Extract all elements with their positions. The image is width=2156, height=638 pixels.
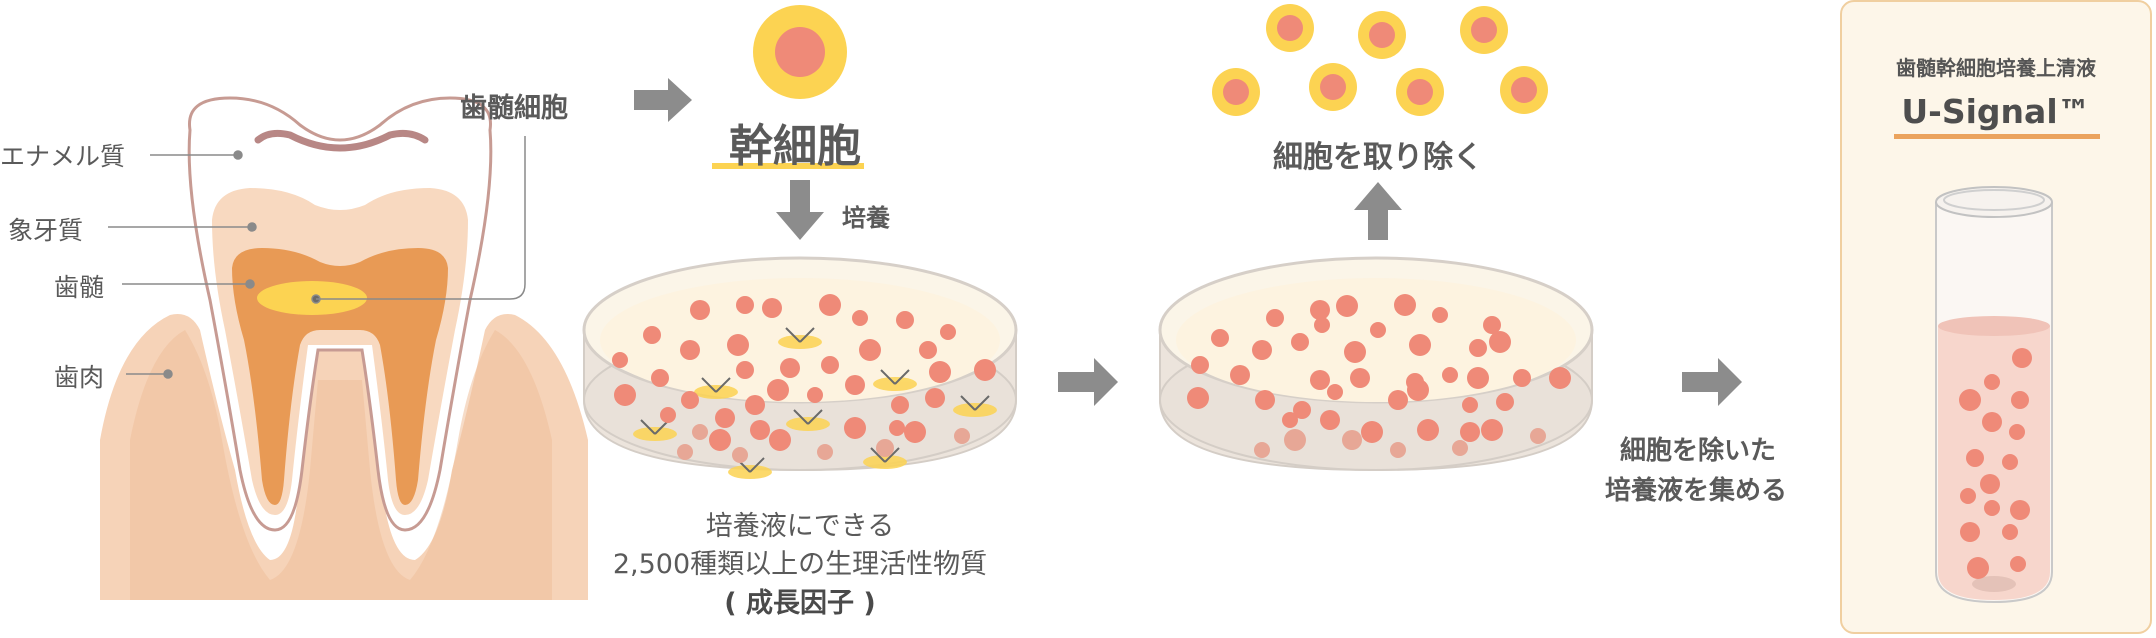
product-underline (1894, 134, 2100, 139)
enamel-line (254, 129, 429, 152)
product-subtitle: 歯髄幹細胞培養上清液 (1896, 56, 2096, 80)
arrow-right-1 (634, 78, 692, 122)
removed-cells (1212, 4, 1548, 116)
collect-label-line1: 細胞を除いた (1620, 436, 1777, 466)
remove-cells-label: 細胞を取り除く (1273, 140, 1483, 175)
collect-label-line2: 培養液を集める (1605, 476, 1788, 506)
caption-line1: 培養液にできる (705, 511, 895, 542)
tooth-leader-lines (108, 136, 526, 379)
stem-cell-graphic (753, 5, 847, 99)
arrow-up-1 (1354, 182, 1402, 240)
petri-dish-culture (582, 256, 1018, 479)
test-tube (1935, 186, 2053, 604)
product-name: U-Signal™ (1901, 92, 2091, 131)
tooth-illustration (100, 96, 588, 600)
flow-arrows (634, 78, 1742, 406)
arrow-right-2 (1058, 358, 1118, 406)
arrow-down-1 (776, 180, 824, 240)
gum-label: 歯肉 (54, 363, 105, 392)
stem-cell-underline (712, 163, 864, 169)
stem-cell-label: 幹細胞 (729, 121, 861, 172)
pulp-cells-label: 歯髄細胞 (460, 93, 568, 124)
culture-label: 培養 (842, 204, 890, 232)
enamel-label: エナメル質 (0, 142, 126, 171)
pulp-label: 歯髄 (54, 273, 105, 302)
arrow-right-3 (1682, 358, 1742, 406)
growth-factor-caption: 培養液にできる 2,500種類以上の生理活性物質 ( 成長因子 ) (560, 508, 1040, 624)
caption-line3: ( 成長因子 ) (724, 588, 876, 619)
petri-dish-cells-removed (1158, 256, 1594, 472)
product-panel: 歯髄幹細胞培養上清液 U-Signal™ (1840, 0, 2152, 634)
caption-line2: 2,500種類以上の生理活性物質 (612, 549, 988, 580)
dentin-label: 象牙質 (8, 216, 84, 245)
gum-inner (130, 330, 552, 600)
